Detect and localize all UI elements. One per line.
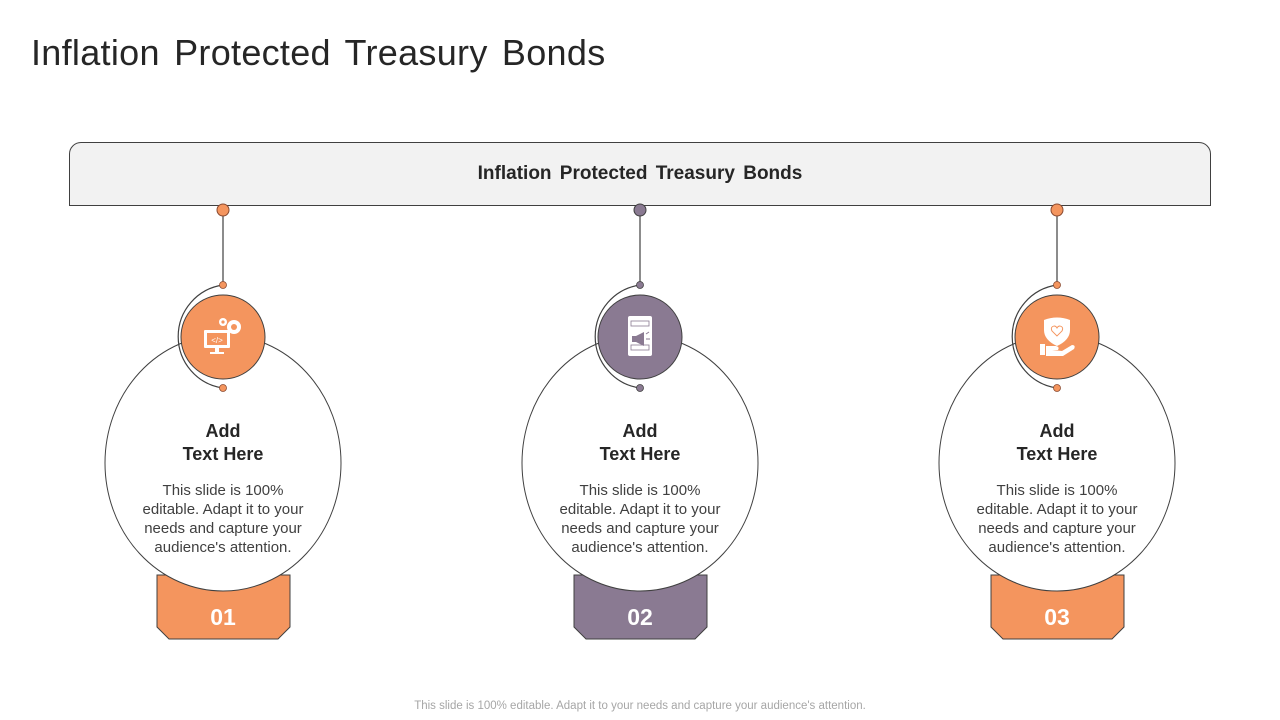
number-tab-2 bbox=[573, 574, 708, 640]
mobile-megaphone-icon bbox=[628, 316, 652, 356]
item-2-shapes bbox=[521, 203, 759, 640]
item-1-shapes: </> bbox=[104, 203, 342, 640]
computer-code-gear-icon: </> bbox=[204, 318, 241, 354]
svg-text:</>: </> bbox=[211, 336, 223, 345]
number-tab-1 bbox=[156, 574, 291, 640]
item-number-2: 02 bbox=[627, 604, 653, 630]
hand-shield-heart-icon bbox=[1040, 317, 1075, 356]
number-tab-3 bbox=[990, 574, 1125, 640]
item-card-2: Add Text Here This slide is 100% editabl… bbox=[522, 420, 758, 557]
connector-dot-2 bbox=[633, 203, 647, 217]
page-title: Inflation Protected Treasury Bonds bbox=[31, 32, 606, 73]
item-card-1: Add Text Here This slide is 100% editabl… bbox=[105, 420, 341, 557]
item-body-2: This slide is 100% editable. Adapt it to… bbox=[559, 482, 721, 556]
banner-label: Inflation Protected Treasury Bonds bbox=[477, 163, 803, 184]
connector-dot-3 bbox=[1050, 203, 1064, 217]
item-card-3: Add Text Here This slide is 100% editabl… bbox=[939, 420, 1175, 557]
item-3-shapes bbox=[938, 203, 1176, 640]
item-body-1: This slide is 100% editable. Adapt it to… bbox=[142, 482, 304, 556]
item-number-1: 01 bbox=[210, 604, 236, 630]
item-body-3: This slide is 100% editable. Adapt it to… bbox=[976, 482, 1138, 556]
item-heading-2: Add Text Here bbox=[599, 421, 681, 464]
item-heading-1: Add Text Here bbox=[182, 421, 264, 464]
header-banner: Inflation Protected Treasury Bonds bbox=[69, 142, 1211, 206]
footer-note: This slide is 100% editable. Adapt it to… bbox=[414, 700, 866, 712]
item-heading-3: Add Text Here bbox=[1016, 421, 1098, 464]
connector-dot-1 bbox=[216, 203, 230, 217]
item-number-3: 03 bbox=[1044, 604, 1070, 630]
